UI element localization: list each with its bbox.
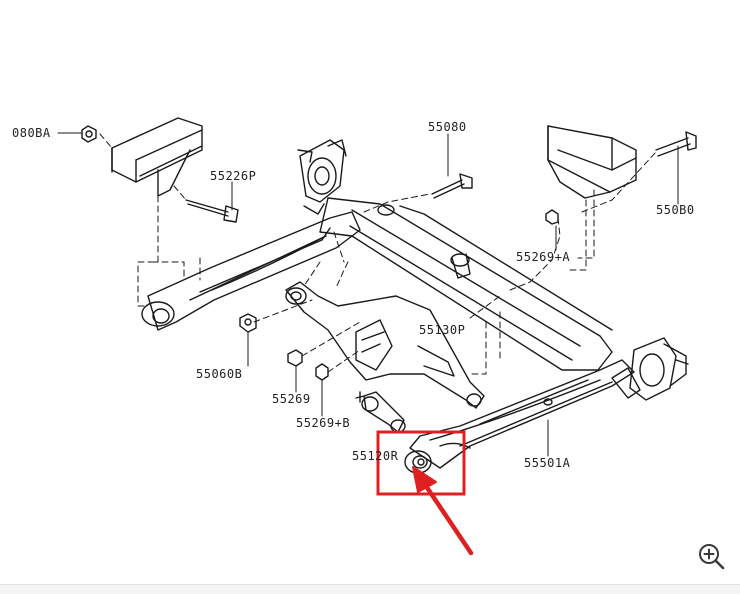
part-label-55269: 55269: [272, 392, 311, 406]
dashed-assembly-lines: [99, 133, 657, 375]
part-label-55501a: 55501A: [524, 456, 571, 470]
part-label-55269-b: 55269+B: [296, 416, 351, 430]
part-label-55130p: 55130P: [419, 323, 466, 337]
highlight-box: [376, 430, 466, 496]
zoom-in-icon: [699, 544, 725, 570]
part-label-55080: 55080: [428, 120, 467, 134]
crossmember: [319, 197, 613, 371]
left-hub: [297, 139, 347, 215]
left-body-frame: [111, 117, 203, 197]
highlight-arrow-head: [412, 466, 437, 493]
part-label-55226p: 55226P: [210, 169, 257, 183]
part-label-55120r: 55120R: [352, 449, 399, 463]
left-trailing-arm: [141, 211, 361, 331]
highlight-arrow-shaft: [421, 480, 474, 556]
part-label-080ba: 080BA: [12, 126, 51, 140]
right-body-frame: [547, 125, 637, 199]
differential-mount: [285, 281, 485, 409]
right-trailing-arm: [409, 359, 635, 469]
part-label-550b0: 550B0: [656, 203, 695, 217]
leader-lines: [57, 132, 679, 457]
part-label-55269-a: 55269+A: [516, 250, 571, 264]
bottom-strip: [0, 585, 740, 594]
right-hub: [611, 337, 689, 401]
lateral-link: [361, 391, 406, 433]
highlight-annotation: [376, 430, 474, 556]
zoom-in-button[interactable]: [695, 540, 727, 572]
part-label-55060b: 55060B: [196, 367, 243, 381]
